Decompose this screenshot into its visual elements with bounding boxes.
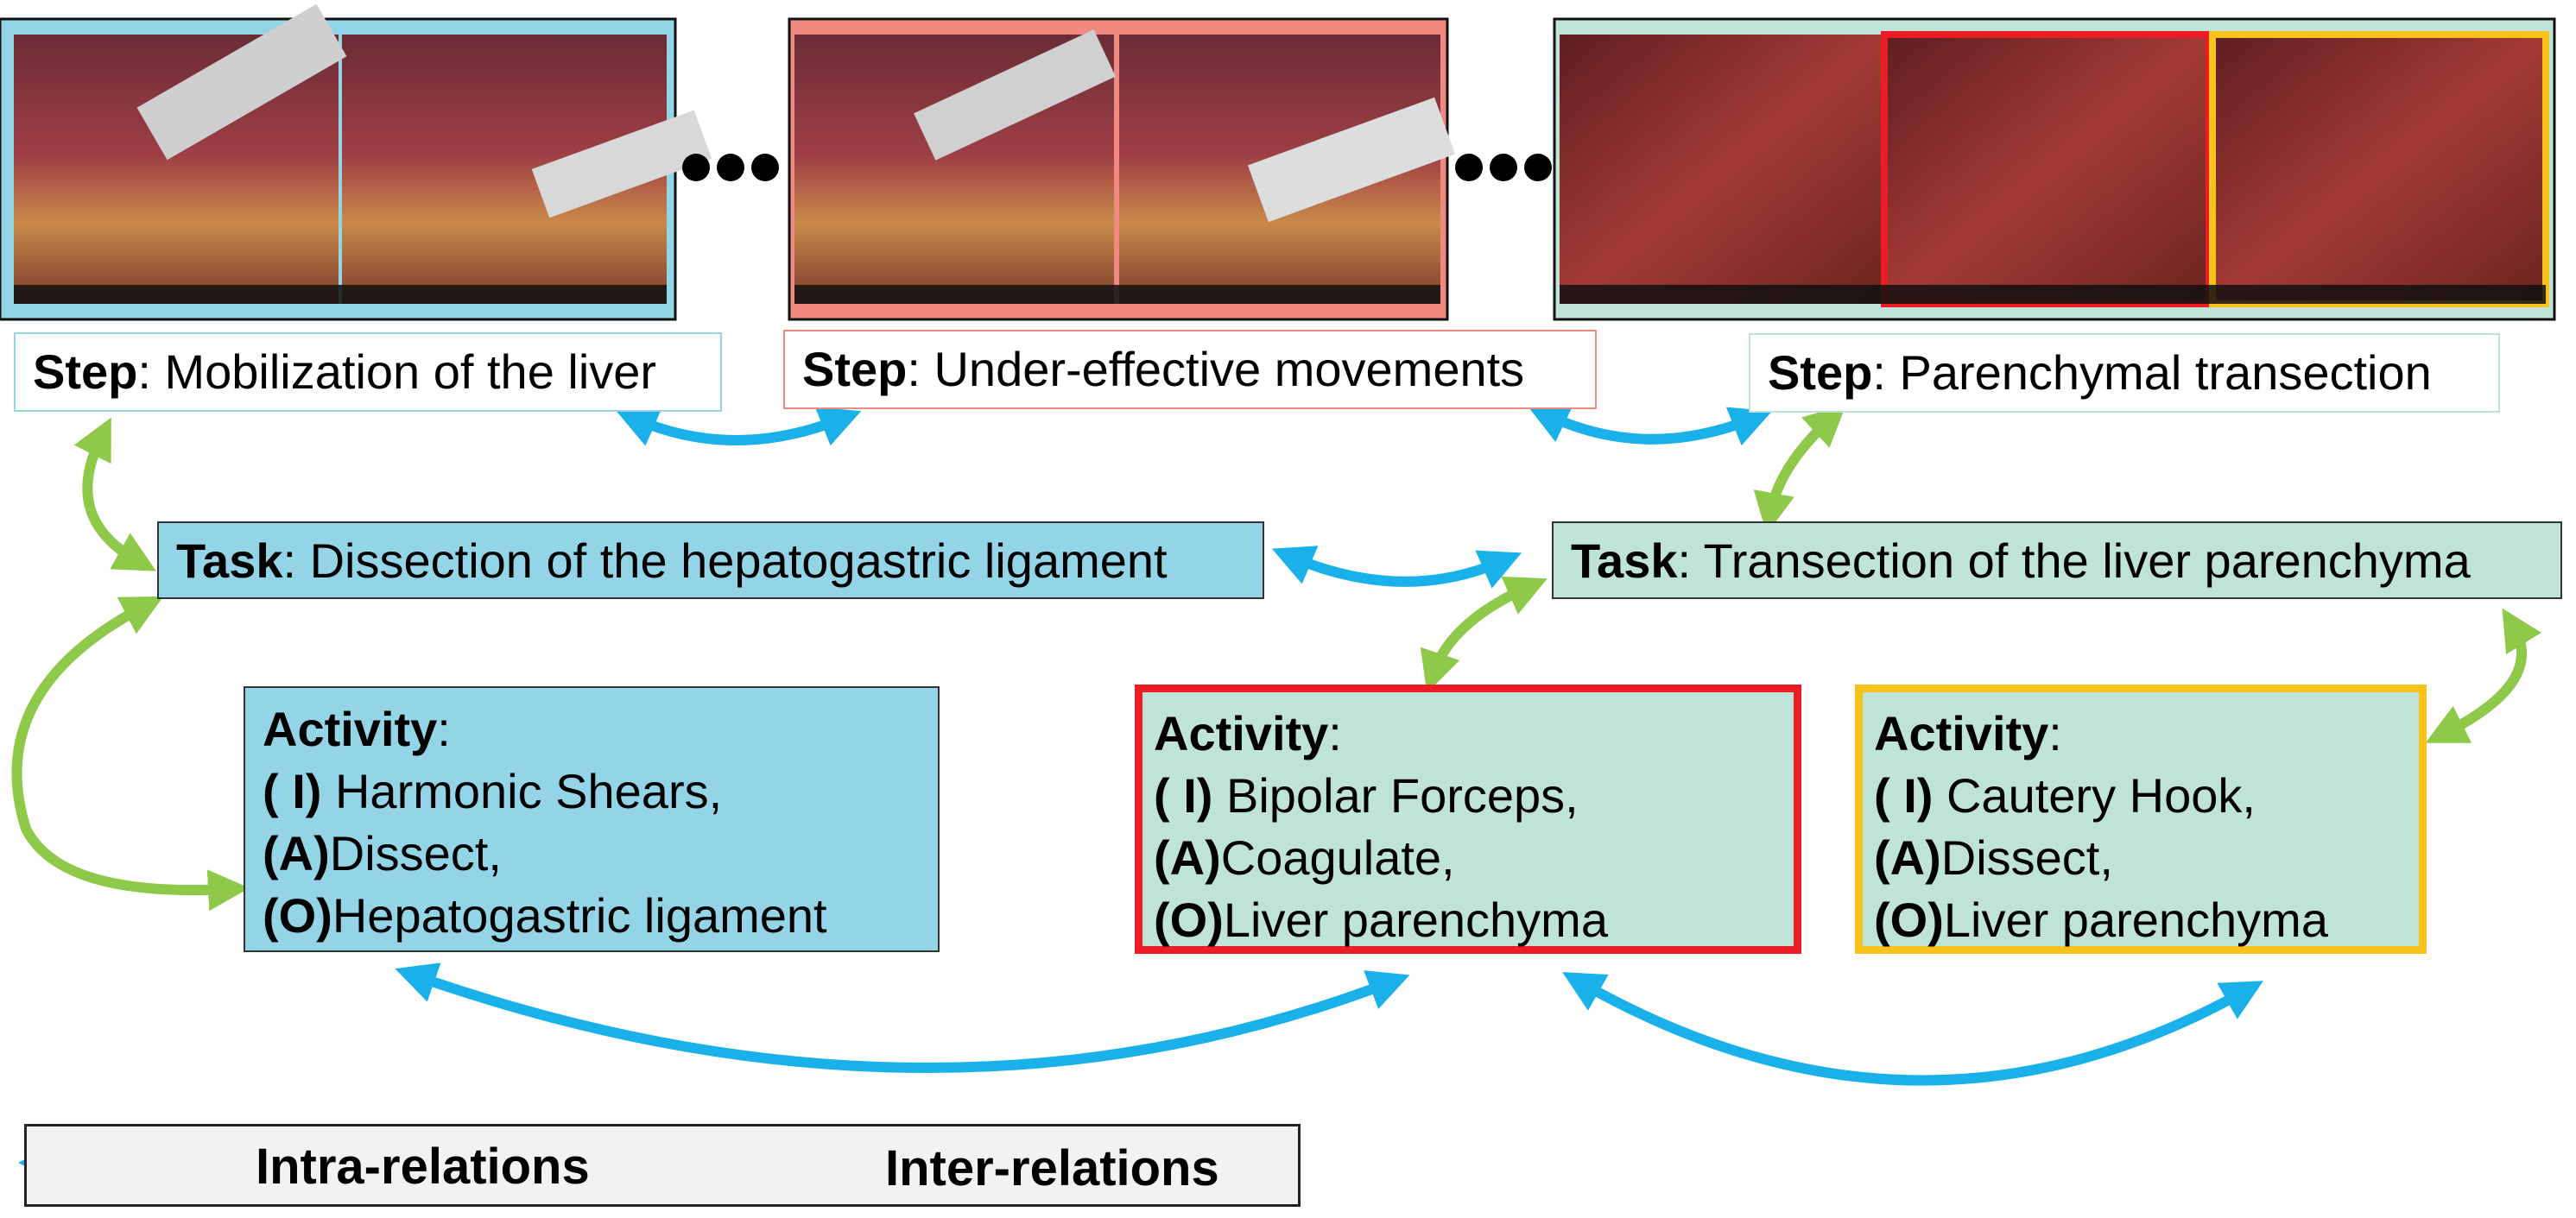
step-box-parenchymal-transection: Step: Parenchymal transection [1749,333,2500,413]
action-code: (A) [263,826,330,880]
action-value: Dissect, [329,826,502,880]
video-frame-image [1884,35,2209,304]
activity-box-cautery-hook: Activity: ( I) Cautery Hook, (A)Dissect,… [1855,685,2427,954]
step-label: Step [802,342,908,396]
action-code: (A) [1154,830,1221,885]
intra-arrow-act2-act3 [1562,972,2263,1086]
task-box-dissection: Task: Dissection of the hepatogastric li… [157,521,1264,599]
video-frame-image [1560,35,1884,304]
task-text: : Transection of the liver parenchyma [1677,533,2471,588]
object-code: (O) [1874,893,1944,947]
object-code: (O) [263,888,332,943]
legend-intra-label: Intra-relations [256,1139,590,1195]
activity-label: Activity [1154,706,1329,760]
instrument-code: ( I) [1154,768,1213,823]
intra-arrow-act1-act2 [395,962,1410,1074]
activity-colon: : [2048,706,2062,760]
instrument-value: Bipolar Forceps, [1212,768,1579,823]
task-box-transection: Task: Transection of the liver parenchym… [1552,521,2562,599]
activity-colon: : [1328,706,1342,760]
instrument-value: Cautery Hook, [1933,768,2256,823]
task-label: Task [1571,533,1678,588]
inter-arrow-step3-task2 [1753,404,1846,534]
task-label: Task [176,533,283,588]
step-label: Step [1768,345,1873,400]
step-text: : Under-effective movements [907,342,1525,396]
intra-arrow-task1-task2 [1271,546,1522,589]
step-label: Step [33,344,138,399]
video-frame-group-3 [1553,17,2556,321]
object-value: Liver parenchyma [1223,893,1608,947]
inter-arrow-task2-act2 [1420,576,1547,693]
object-code: (O) [1154,893,1224,947]
video-frame-image [2212,35,2546,304]
ellipsis-dots-2 [1455,154,1552,181]
inter-arrow-task2-act3 [2425,608,2542,743]
step-box-under-effective: Step: Under-effective movements [783,330,1597,409]
step-text: : Mobilization of the liver [137,344,657,399]
intra-relation-arrows [395,404,2263,1086]
object-value: Liver parenchyma [1943,893,2328,947]
inter-arrow-step1-task1 [73,417,156,571]
legend-inter-label: Inter-relations [885,1140,1219,1196]
action-code: (A) [1874,830,1941,885]
action-value: Coagulate, [1220,830,1455,885]
object-value: Hepatogastric ligament [332,888,827,943]
video-frame-group-2 [788,17,1456,321]
intra-arrow-step1-step2 [615,407,862,446]
intra-arrow-step2-step3 [1527,404,1773,446]
video-frame-group-1 [0,3,712,321]
activity-label: Activity [1874,706,2049,760]
instrument-code: ( I) [263,764,322,818]
instrument-value: Harmonic Shears, [321,764,723,818]
activity-box-harmonic-shears: Activity: ( I) Harmonic Shears, (A)Disse… [244,686,940,952]
activity-colon: : [437,702,451,756]
inter-relation-arrows [11,404,2542,912]
legend-box [24,1124,1301,1207]
activity-box-bipolar-forceps: Activity: ( I) Bipolar Forceps, (A)Coagu… [1135,685,1801,954]
instrument-code: ( I) [1874,768,1934,823]
step-box-mobilization: Step: Mobilization of the liver [14,332,722,412]
task-text: : Dissection of the hepatogastric ligame… [282,533,1168,588]
ellipsis-dots-1 [682,154,779,181]
action-value: Dissect, [1940,830,2113,885]
activity-label: Activity [263,702,438,756]
step-text: : Parenchymal transection [1872,345,2432,400]
inter-arrow-task1-act1 [11,596,250,912]
